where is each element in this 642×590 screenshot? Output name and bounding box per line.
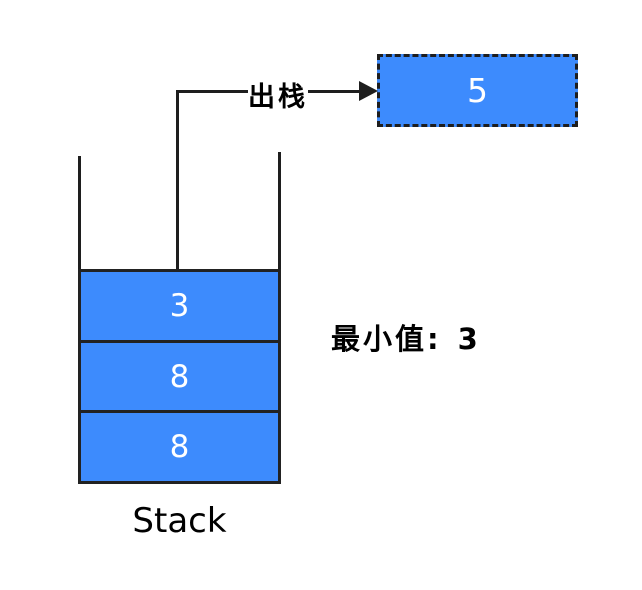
popped-value-box: 5 bbox=[377, 54, 578, 127]
stack-cell-bottom: 8 bbox=[81, 410, 278, 482]
min-value-number: 3 bbox=[457, 322, 481, 356]
min-value-label: 最小值: bbox=[331, 322, 442, 356]
pop-arrow-head-icon bbox=[359, 81, 378, 101]
min-value-annotation: 最小值: 3 bbox=[331, 316, 481, 358]
stack-left-wall bbox=[78, 156, 81, 271]
stack-cell-middle: 8 bbox=[81, 339, 278, 411]
stack-cell-top: 3 bbox=[81, 272, 278, 340]
pop-arrow-horizontal-segment-right bbox=[308, 90, 364, 93]
pop-arrow-horizontal-segment-left bbox=[176, 90, 248, 93]
pop-arrow-vertical-segment bbox=[176, 91, 179, 269]
stack-right-wall bbox=[278, 152, 281, 271]
stack-title: Stack bbox=[132, 501, 227, 541]
pop-arrow-label: 出栈 bbox=[248, 82, 308, 113]
stack-cells: 3 8 8 bbox=[78, 269, 281, 484]
popped-value: 5 bbox=[467, 71, 488, 110]
